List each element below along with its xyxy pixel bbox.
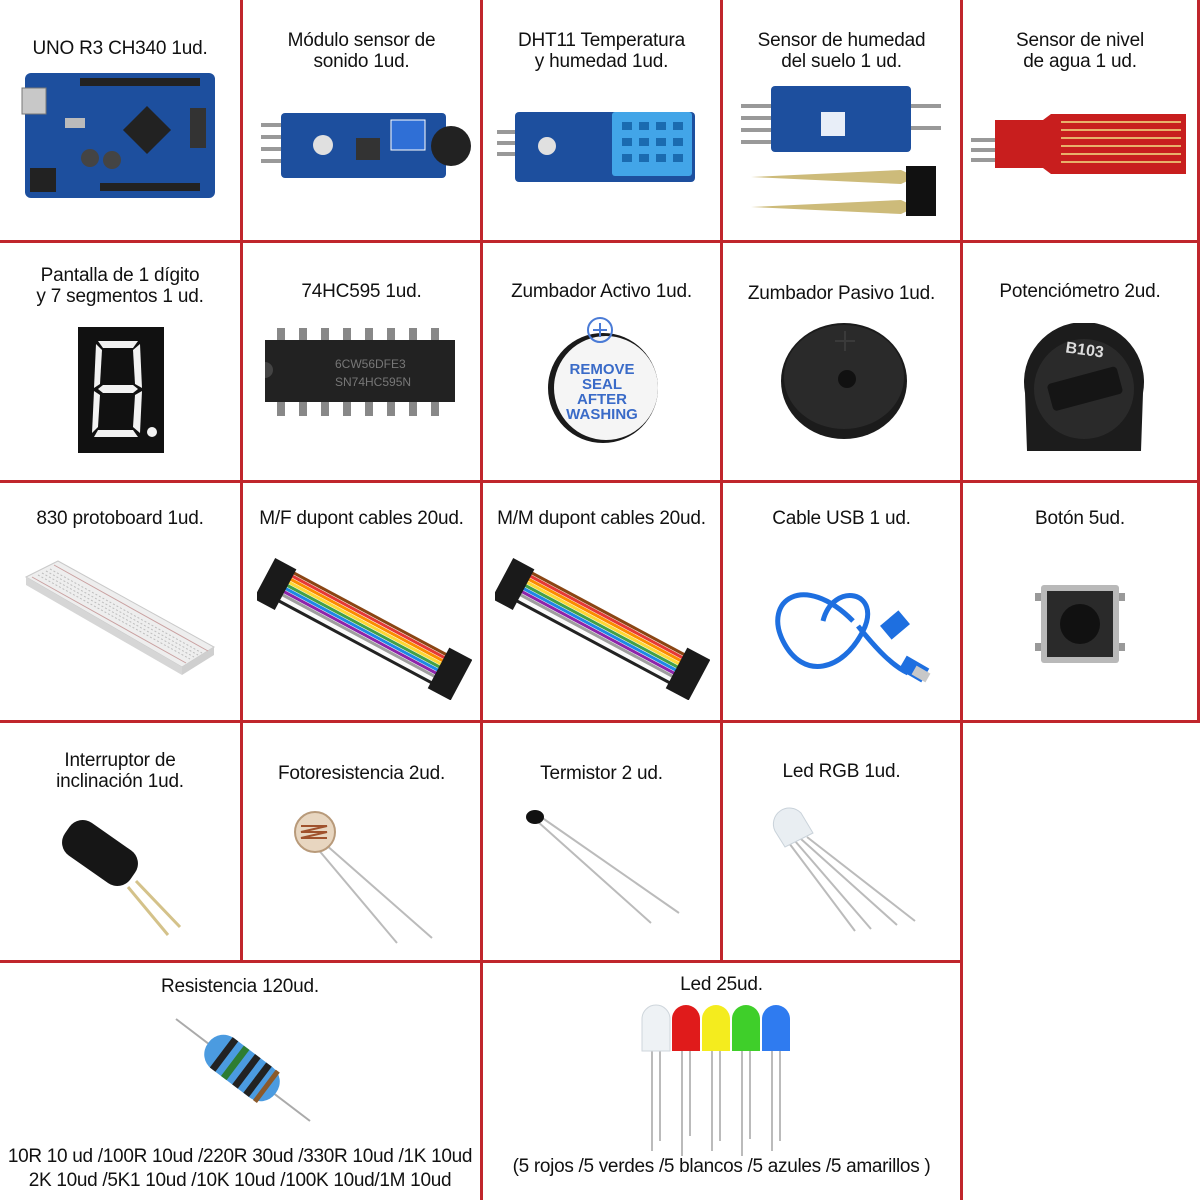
item-photoresistor: Fotoresistencia 2ud. (243, 723, 483, 963)
item-active-buzzer: Zumbador Activo 1ud. REMOVE SEAL AFTER W… (483, 243, 723, 483)
item-title: DHT11 Temperatura y humedad 1ud. (518, 30, 685, 72)
photoresistor-image (287, 808, 447, 948)
item-title: Fotoresistencia 2ud. (277, 763, 446, 784)
buzzer-text-2: SEAL (582, 376, 622, 393)
item-protoboard: 830 protoboard 1ud. (0, 483, 243, 723)
item-title: Termistor 2 ud. (540, 763, 663, 784)
pot-label: B103 (1065, 339, 1105, 361)
dht11-image (497, 108, 702, 188)
rgb-led-image (767, 803, 927, 938)
item-rgb-led: Led RGB 1ud. (723, 723, 963, 963)
item-title: Sensor de nivel de agua 1 ud. (1016, 30, 1144, 72)
item-water-level: Sensor de nivel de agua 1 ud. (963, 0, 1200, 243)
item-thermistor: Termistor 2 ud. (483, 723, 723, 963)
item-74hc595: 74HC595 1ud. 6CW56DFE3 SN74HC595N (243, 243, 483, 483)
resistor-values: 10R 10 ud /100R 10ud /220R 30ud /330R 10… (7, 1146, 473, 1191)
led-colors: (5 rojos /5 verdes /5 blancos /5 azules … (512, 1156, 931, 1177)
item-title: M/F dupont cables 20ud. (259, 508, 464, 529)
item-seven-segment: Pantalla de 1 dígito y 7 segmentos 1 ud. (0, 243, 243, 483)
led-group-image (638, 1001, 808, 1161)
item-title: Zumbador Activo 1ud. (511, 281, 692, 302)
item-potentiometer: Potenciómetro 2ud. B103 (963, 243, 1200, 483)
item-soil-moisture: Sensor de humedad del suelo 1 ud. (723, 0, 963, 243)
buzzer-text-1: REMOVE (569, 361, 634, 378)
item-uno-r3: UNO R3 CH340 1ud. (0, 0, 243, 243)
ic-chip-image: 6CW56DFE3 SN74HC595N (265, 328, 461, 416)
passive-buzzer-image (779, 321, 909, 441)
item-title: Interruptor de inclinación 1ud. (56, 750, 184, 792)
item-title: Led 25ud. (680, 974, 763, 995)
item-title: Zumbador Pasivo 1ud. (747, 283, 936, 304)
active-buzzer-image: REMOVE SEAL AFTER WASHING (538, 313, 668, 443)
resistor-image (170, 1015, 315, 1125)
water-sensor-image (971, 112, 1191, 182)
potentiometer-image: B103 (1019, 323, 1149, 455)
item-usb-cable: Cable USB 1 ud. (723, 483, 963, 723)
empty-cell (963, 723, 1200, 963)
item-mm-dupont: M/M dupont cables 20ud. (483, 483, 723, 723)
item-title: UNO R3 CH340 1ud. (32, 38, 208, 59)
item-mf-dupont: M/F dupont cables 20ud. (243, 483, 483, 723)
usb-cable-image (763, 561, 933, 691)
item-title: Cable USB 1 ud. (772, 508, 911, 529)
item-button: Botón 5ud. (963, 483, 1200, 723)
item-title: M/M dupont cables 20ud. (497, 508, 706, 529)
item-tilt-switch: Interruptor de inclinación 1ud. (0, 723, 243, 963)
item-dht11: DHT11 Temperatura y humedad 1ud. (483, 0, 723, 243)
item-title: Sensor de humedad del suelo 1 ud. (757, 30, 926, 72)
item-title: Led RGB 1ud. (782, 761, 901, 782)
item-title: 830 protoboard 1ud. (36, 508, 204, 529)
item-resistors: Resistencia 120ud. 10R 10 ud /100R 10ud … (0, 963, 483, 1200)
item-leds: Led 25ud. (5 rojos /5 verdes /5 blancos … (483, 963, 963, 1200)
item-title: Módulo sensor de sonido 1ud. (287, 30, 436, 72)
mf-dupont-image (257, 555, 472, 700)
item-title: 74HC595 1ud. (301, 281, 422, 302)
item-title: Pantalla de 1 dígito y 7 segmentos 1 ud. (36, 265, 204, 307)
chip-marking-line1: 6CW56DFE3 (335, 357, 406, 371)
sound-sensor-image (261, 108, 471, 183)
thermistor-image (521, 805, 691, 935)
item-passive-buzzer: Zumbador Pasivo 1ud. (723, 243, 963, 483)
tilt-switch-image (50, 815, 190, 945)
seven-segment-image (78, 327, 164, 453)
buzzer-text-3: AFTER (577, 391, 627, 408)
chip-marking-line2: SN74HC595N (335, 375, 411, 389)
item-title: Resistencia 120ud. (160, 976, 319, 997)
soil-sensor-image (741, 82, 946, 222)
buzzer-text-4: WASHING (566, 406, 638, 423)
uno-board-image (20, 68, 220, 203)
mm-dupont-image (495, 555, 710, 700)
protoboard-image (18, 555, 218, 685)
item-sound-sensor: Módulo sensor de sonido 1ud. (243, 0, 483, 243)
item-title: Botón 5ud. (1035, 508, 1125, 529)
push-button-image (1035, 579, 1125, 669)
item-title: Potenciómetro 2ud. (999, 281, 1161, 302)
